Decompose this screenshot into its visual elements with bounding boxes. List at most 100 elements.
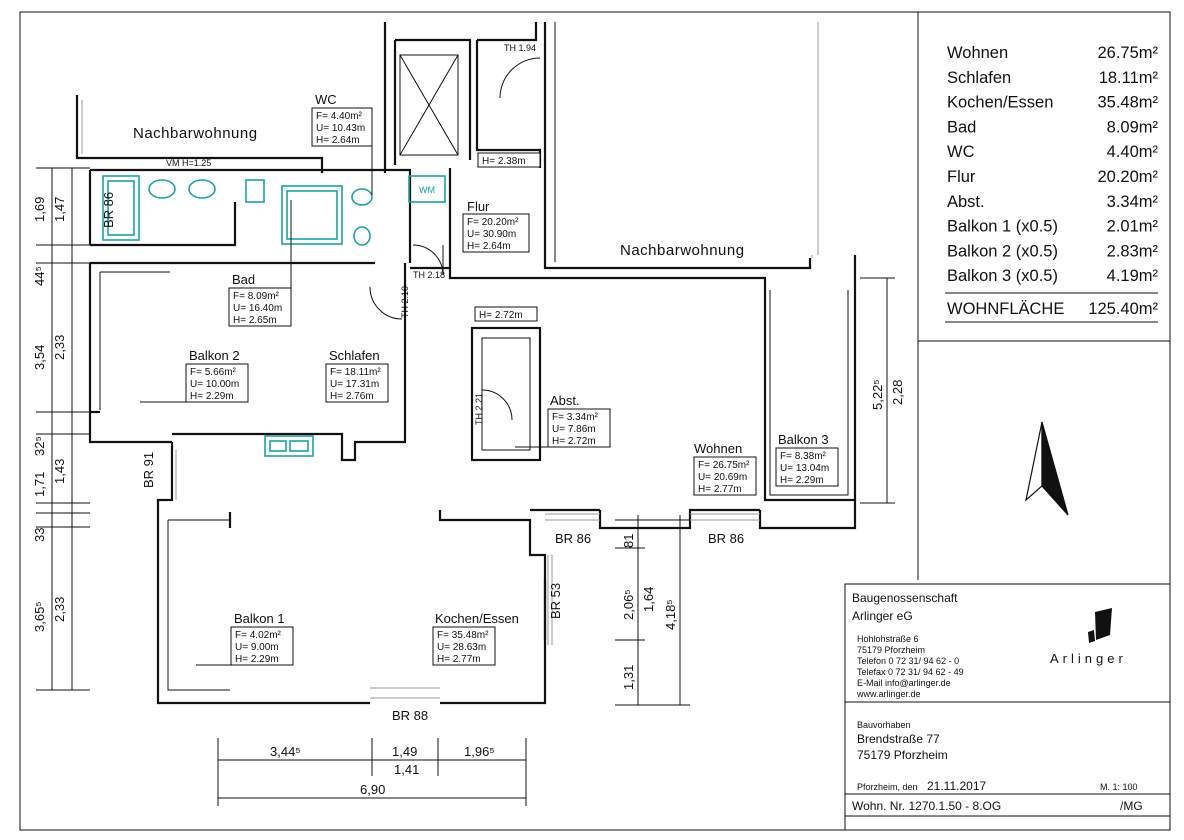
- room-perimeter: U= 16.40m: [233, 303, 282, 314]
- abst-height-box: H= 2.72m: [474, 306, 538, 322]
- dim-text: 32⁵: [32, 436, 47, 456]
- dim-text: 3,65⁵: [32, 601, 47, 632]
- dim-text: 1,41: [394, 762, 419, 777]
- toilet-icon: [351, 188, 373, 206]
- room-area: F= 4.40m²: [316, 111, 363, 122]
- summary-room-area: 4.40m²: [1107, 143, 1159, 161]
- parapet-label: BR 86: [101, 192, 116, 228]
- room-name: Flur: [467, 199, 490, 214]
- parapet-label: BR 53: [548, 583, 563, 619]
- arlinger-logo-icon: [1088, 608, 1112, 643]
- room-perimeter: U= 20.69m: [698, 472, 747, 483]
- dim-text: 1,47: [52, 197, 67, 222]
- logo-text: Arlinger: [1050, 651, 1127, 666]
- fax-line: Telefax 0 72 31/ 94 62 - 49: [857, 667, 964, 677]
- summary-room-name: Balkon 2 (x0.5): [947, 242, 1058, 260]
- flur-height-box: H= 2.38m: [477, 152, 541, 168]
- summary-room-name: WC: [947, 143, 975, 161]
- room-height: H= 2.72m: [552, 436, 596, 447]
- room-height: H= 2.65m: [233, 315, 277, 326]
- dim-text: 1,69: [32, 197, 47, 222]
- room-name: Balkon 3: [778, 432, 829, 447]
- room-name: Wohnen: [694, 441, 742, 456]
- room-perimeter: U= 10.00m: [190, 379, 239, 390]
- room-height: H= 2.29m: [780, 475, 824, 486]
- room-name: Schlafen: [329, 348, 380, 363]
- dim-text: 2,28: [890, 380, 905, 405]
- room-balkon3: Balkon 3 F= 8.38m² U= 13.04m H= 2.29m: [775, 432, 839, 487]
- fixtures: WM: [102, 175, 446, 457]
- summary-room-area: 18.11m²: [1099, 69, 1159, 87]
- room-area: F= 4.02m²: [235, 630, 282, 641]
- room-area: F= 26.75m²: [698, 460, 750, 471]
- washbasin-icon: [148, 179, 176, 199]
- company-name: Arlinger eG: [852, 609, 913, 623]
- dimension-left: 1,69 1,47 44⁵ 3,54 2,33 32⁵ 1,71 1,43 33…: [32, 167, 90, 691]
- author-initials: /MG: [1120, 799, 1143, 813]
- dimension-bottom: 3,44⁵ 1,49 1,96⁵ 1,41 6,90: [217, 738, 527, 806]
- dim-text: 33: [32, 528, 47, 542]
- room-perimeter: U= 28.63m: [437, 642, 486, 653]
- title-block: Baugenossenschaft Arlinger eG Hohlohstra…: [844, 583, 1171, 831]
- company-name: Baugenossenschaft: [852, 591, 958, 605]
- summary-room-area: 2.83m²: [1107, 242, 1159, 260]
- room-height: H= 2.38m: [482, 156, 526, 167]
- summary-room-area: 26.75m²: [1097, 44, 1158, 62]
- room-area: F= 8.09m²: [233, 291, 280, 302]
- summary-room-area: 4.19m²: [1107, 267, 1159, 285]
- room-balkon1: Balkon 1 F= 4.02m² U= 9.00m H= 2.29m: [196, 611, 294, 666]
- dim-text: 5,22⁵: [870, 379, 885, 410]
- room-wohnen: Wohnen F= 26.75m² U= 20.69m H= 2.77m: [693, 441, 757, 496]
- website-line: www.arlinger.de: [856, 689, 921, 699]
- dim-text: 3,54: [32, 345, 47, 370]
- dim-text: 1,64: [641, 587, 656, 612]
- summary-room-name: Bad: [947, 118, 976, 136]
- email-line: E-Mail info@arlinger.de: [857, 678, 951, 688]
- bathtub-icon: [102, 175, 140, 241]
- summary-room-name: Balkon 1 (x0.5): [947, 218, 1058, 236]
- sheet-border: [19, 11, 1171, 831]
- room-area: F= 5.66m²: [190, 367, 237, 378]
- room-height: H= 2.72m: [479, 310, 523, 321]
- room-perimeter: U= 10.43m: [316, 123, 365, 134]
- parapet-label: BR 88: [392, 708, 428, 723]
- room-area: F= 20.20m²: [467, 217, 519, 228]
- project-city: 75179 Pforzheim: [857, 748, 948, 762]
- address-line: 75179 Pforzheim: [857, 645, 925, 655]
- room-name: Abst.: [550, 393, 580, 408]
- parapet-label: BR 86: [555, 531, 591, 546]
- date-value: 21.11.2017: [927, 779, 986, 793]
- room-perimeter: U= 17.31m: [330, 379, 379, 390]
- room-name: Bad: [232, 272, 255, 287]
- room-perimeter: U= 9.00m: [235, 642, 279, 653]
- address-line: Hohlohstraße 6: [857, 634, 919, 644]
- room-area: F= 35.48m²: [437, 630, 489, 641]
- kitchen-sink-icon: [264, 435, 314, 457]
- parapet-label: BR 86: [708, 531, 744, 546]
- scale: M. 1: 100: [1100, 782, 1138, 792]
- date-label: Pforzheim, den: [857, 782, 918, 792]
- room-height: H= 2.64m: [467, 241, 511, 252]
- wm-label: WM: [419, 185, 435, 195]
- room-perimeter: U= 13.04m: [780, 463, 829, 474]
- unit-number: Wohn. Nr. 1270.1.50 - 8.OG: [852, 799, 1001, 813]
- washbasin-icon: [188, 179, 216, 199]
- dimension-middle: 81 2,06⁵ 1,64 4,18⁵ 1,31: [615, 515, 690, 706]
- summary-room-name: Kochen/Essen: [947, 94, 1053, 112]
- dim-text: 1,43: [52, 459, 67, 484]
- summary-room-area: 35.48m²: [1097, 94, 1158, 112]
- dim-text: 1,96⁵: [464, 744, 495, 759]
- room-balkon2: Balkon 2 F= 5.66m² U= 10.00m H= 2.29m: [140, 348, 249, 403]
- washing-machine-icon: [408, 175, 446, 203]
- dim-text: 6,90: [360, 782, 385, 797]
- dimension-right: 5,22⁵ 2,28: [860, 277, 905, 504]
- dim-text: 1,31: [621, 665, 636, 690]
- total-label: WOHNFLÄCHE: [947, 300, 1064, 318]
- room-height: H= 2.64m: [316, 135, 360, 146]
- room-bad: Bad F= 8.09m² U= 16.40m H= 2.65m: [228, 200, 292, 327]
- north-arrow-icon: [1025, 421, 1069, 516]
- toilet-icon: [245, 179, 265, 203]
- project-street: Brendstraße 77: [857, 732, 940, 746]
